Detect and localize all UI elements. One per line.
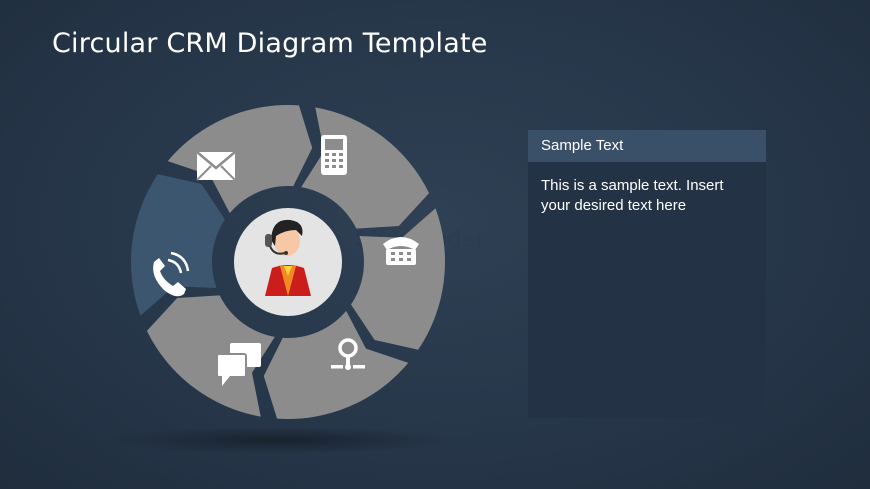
cycle-segment-desk-telephone <box>351 208 446 350</box>
panel-header: Sample Text <box>528 130 766 162</box>
envelope-icon <box>196 151 236 181</box>
location-pin-icon <box>331 338 365 370</box>
chat-bubbles-icon <box>216 343 261 386</box>
cycle-segment-mobile-phone <box>301 107 430 229</box>
center-circle <box>234 208 342 316</box>
cycle-segment-chat-bubbles <box>146 295 275 417</box>
mobile-phone-icon <box>321 135 347 175</box>
cycle-segment-phone-call <box>131 174 225 316</box>
panel-body: This is a sample text. Insert your desir… <box>541 177 724 214</box>
page-title: Circular CRM Diagram Template <box>52 28 488 59</box>
diagram-shadow <box>107 426 457 454</box>
text-panel: Sample Text This is a sample text. Inser… <box>528 130 766 418</box>
customer-service-agent-icon <box>265 219 311 296</box>
phone-call-icon <box>153 251 190 297</box>
cycle-segment-location-pin <box>263 310 409 419</box>
cycle-segment-envelope <box>167 105 313 214</box>
desk-telephone-icon <box>383 237 419 265</box>
